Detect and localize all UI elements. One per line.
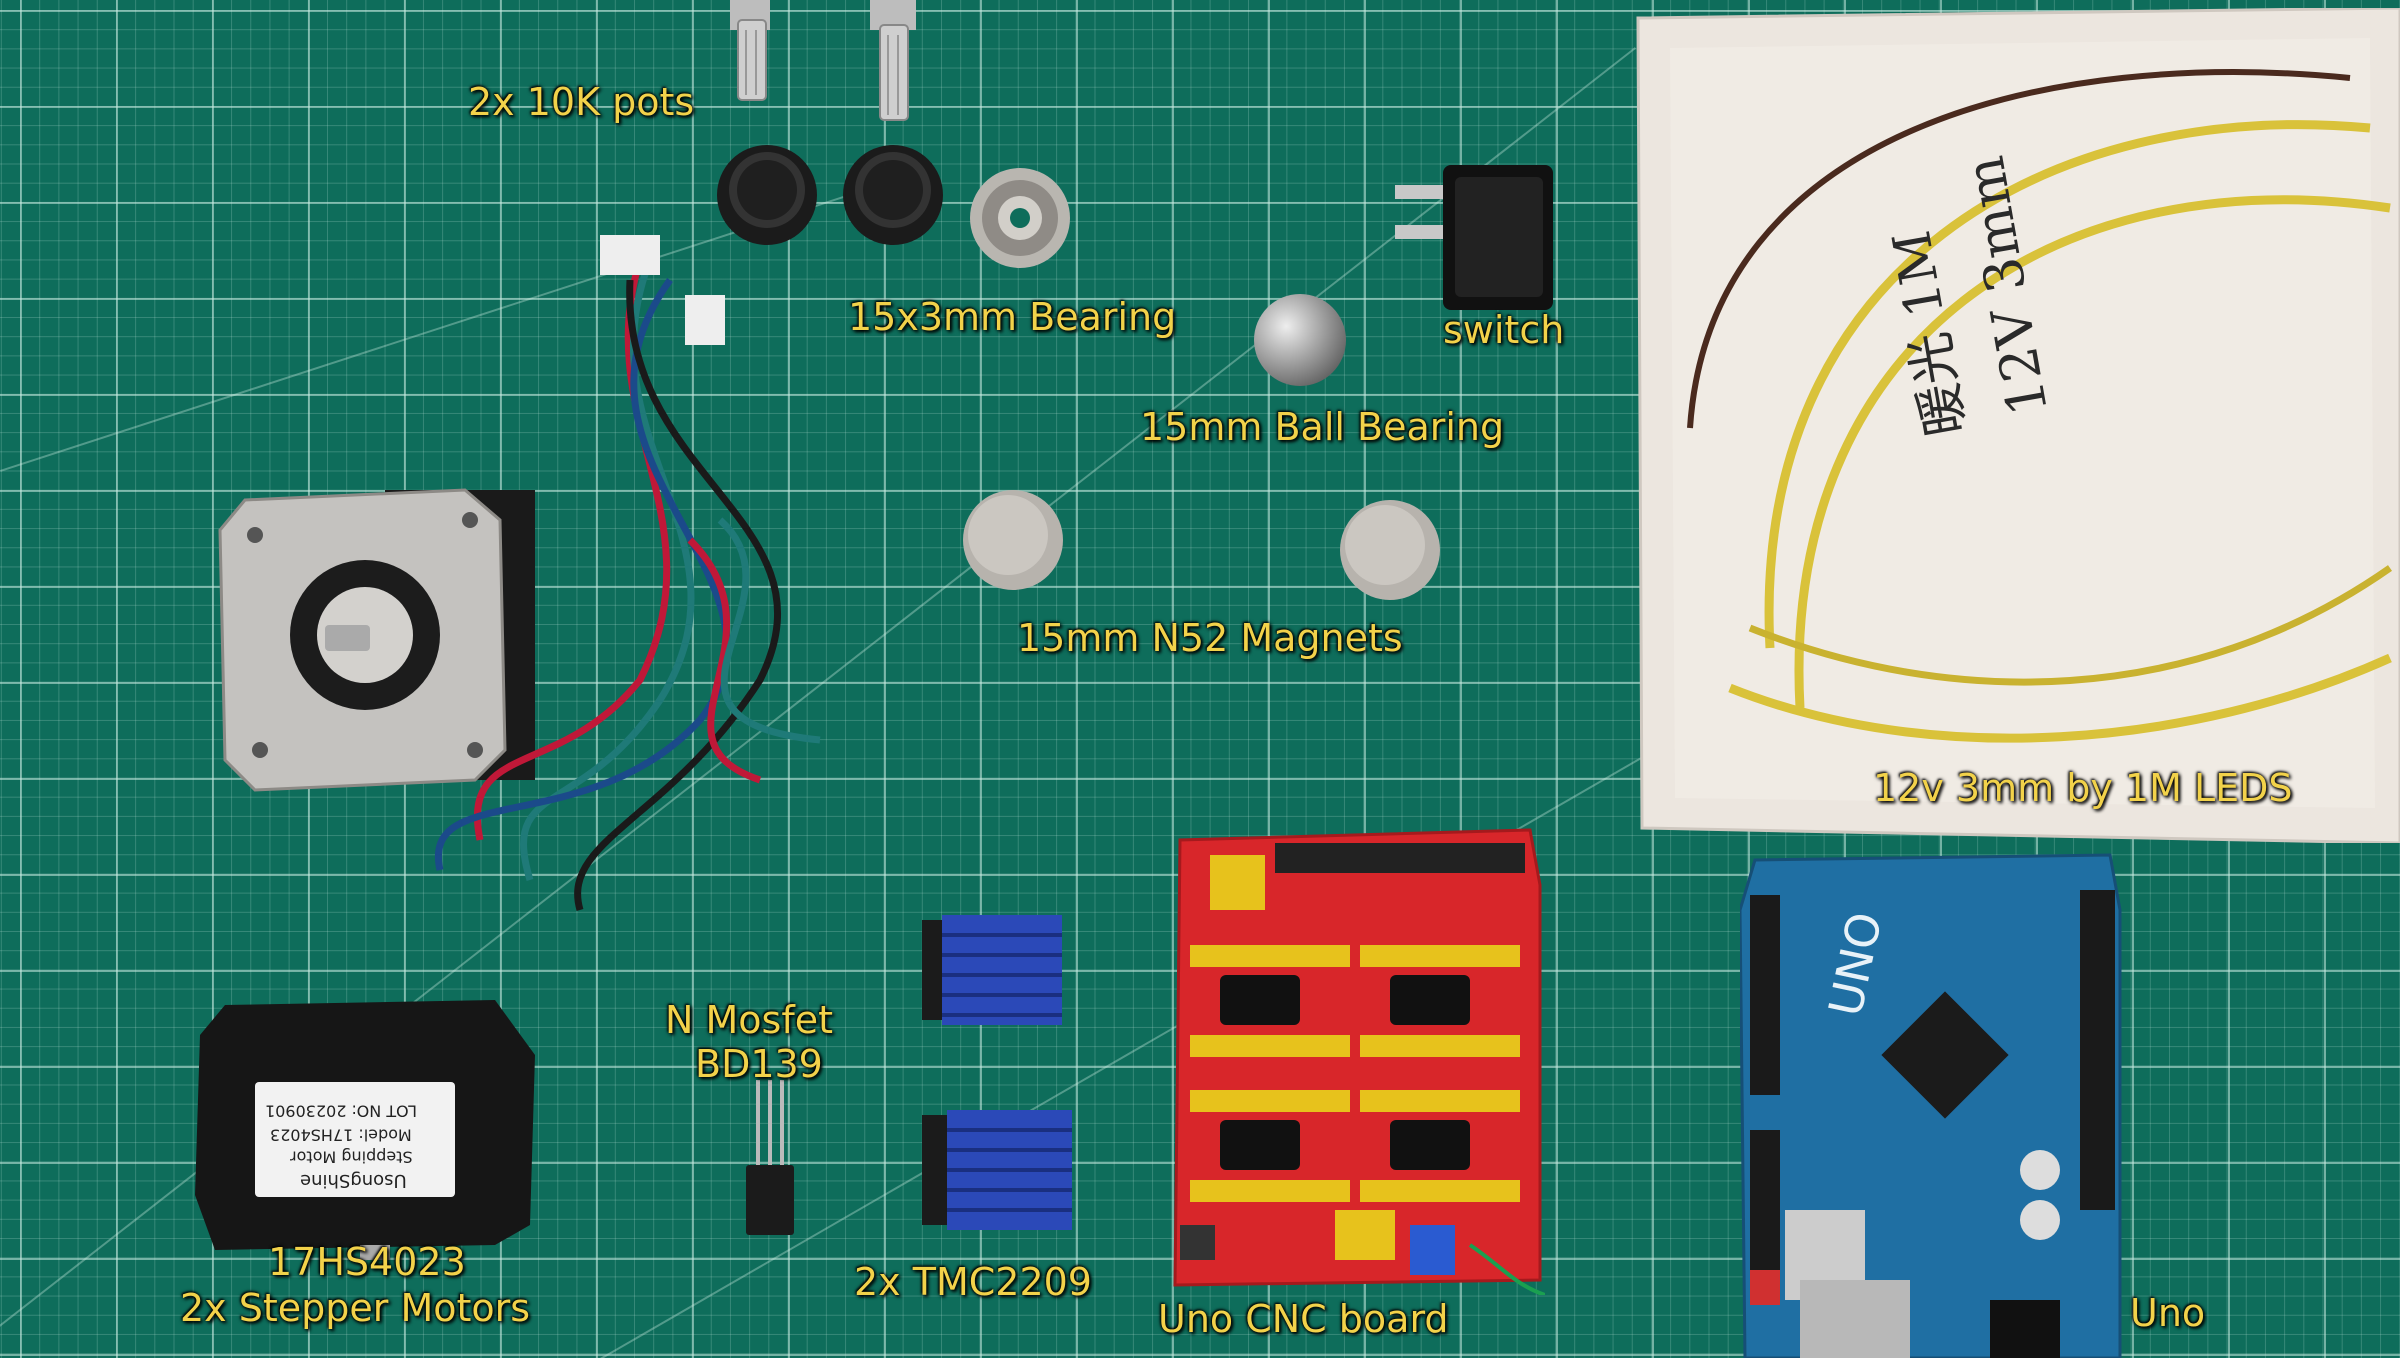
potentiometer bbox=[730, 0, 770, 101]
ball-bearing bbox=[1254, 294, 1346, 386]
motor-sticker-text: UsongShine bbox=[300, 1169, 407, 1191]
stepper-motor bbox=[218, 488, 535, 792]
motor-sticker-text: Model: 17HS4023 bbox=[270, 1125, 412, 1145]
magnet bbox=[1340, 500, 1440, 600]
led-strip-bag bbox=[1636, 8, 2400, 843]
pot-knob bbox=[843, 145, 943, 245]
motor-wires bbox=[434, 235, 821, 911]
tmc2209-driver bbox=[922, 1110, 1072, 1230]
rocker-switch bbox=[1395, 165, 1553, 310]
label-leds: 12v 3mm by 1M LEDS bbox=[1873, 766, 2293, 810]
label-uno: Uno bbox=[2130, 1291, 2206, 1335]
pot-knob bbox=[717, 145, 817, 245]
label-stepper-motors: 2x Stepper Motors bbox=[180, 1286, 531, 1330]
label-motor-model: 17HS4023 bbox=[268, 1240, 466, 1284]
label-magnets: 15mm N52 Magnets bbox=[1017, 616, 1403, 660]
bearing bbox=[970, 168, 1070, 268]
potentiometer bbox=[870, 0, 916, 121]
label-cnc-board: Uno CNC board bbox=[1158, 1297, 1449, 1341]
label-mosfet-model: BD139 bbox=[695, 1042, 823, 1086]
motor-sticker-text: Stepping Motor bbox=[290, 1147, 413, 1167]
label-ball-bearing: 15mm Ball Bearing bbox=[1140, 405, 1505, 449]
label-pots: 2x 10K pots bbox=[468, 80, 695, 124]
cnc-shield-board bbox=[1173, 828, 1545, 1295]
label-bearing: 15x3mm Bearing bbox=[848, 295, 1177, 339]
magnet bbox=[963, 490, 1063, 590]
label-tmc: 2x TMC2209 bbox=[854, 1260, 1092, 1304]
stepper-motor bbox=[195, 1000, 535, 1260]
mosfet-transistor bbox=[746, 1080, 794, 1235]
label-switch: switch bbox=[1443, 308, 1565, 352]
motor-sticker-text: LOT NO: 20230901 bbox=[265, 1101, 417, 1121]
arduino-uno-board bbox=[1740, 853, 2122, 1358]
tmc2209-driver bbox=[922, 915, 1062, 1025]
label-mosfet: N Mosfet bbox=[665, 998, 833, 1042]
